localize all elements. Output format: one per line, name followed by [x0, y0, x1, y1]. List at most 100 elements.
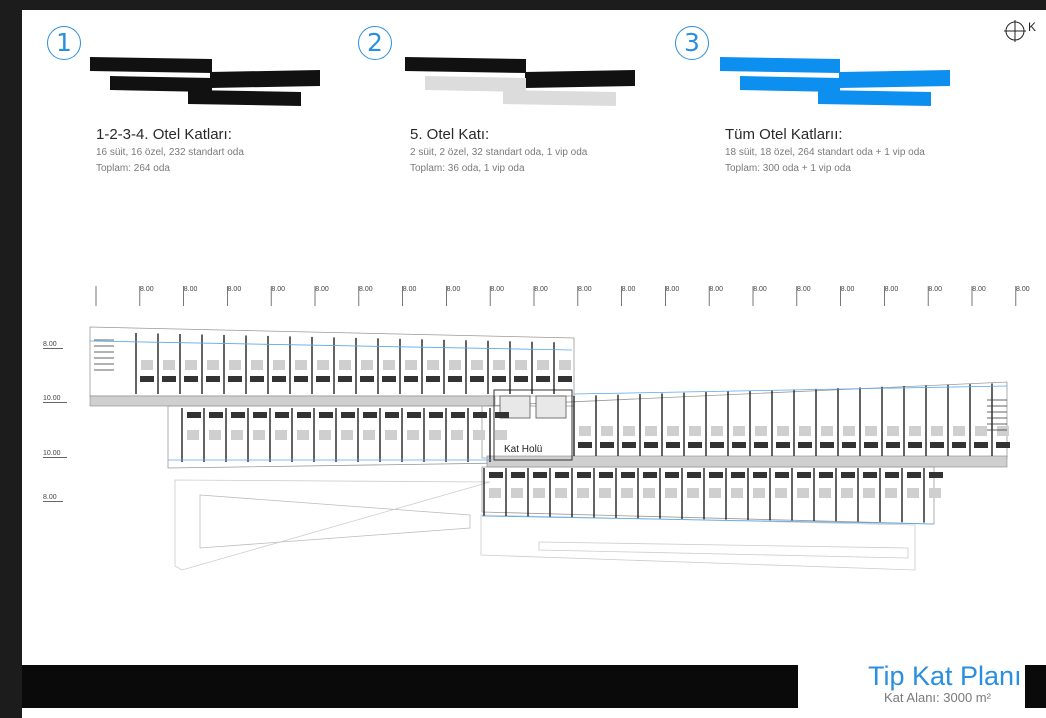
grid-column-label: 8.00 — [359, 286, 373, 293]
room-furniture — [319, 430, 331, 440]
room-furniture — [250, 376, 264, 382]
room-furniture — [907, 472, 921, 478]
room-furniture — [731, 472, 745, 478]
room-furniture — [733, 426, 745, 436]
room-furniture — [908, 442, 922, 448]
room-furniture — [363, 412, 377, 418]
room-furniture — [821, 426, 833, 436]
room-furniture — [820, 442, 834, 448]
massing-diagram-2 — [405, 57, 635, 106]
room-furniture — [206, 376, 220, 382]
room-furniture — [842, 442, 856, 448]
room-furniture — [885, 488, 897, 498]
room-furniture — [709, 488, 721, 498]
room-furniture — [886, 442, 900, 448]
room-wall — [481, 515, 935, 525]
room-furniture — [489, 472, 503, 478]
room-furniture — [451, 430, 463, 440]
grid-row-label: 10.00 — [43, 395, 67, 403]
grid-column-label: 8.00 — [402, 286, 417, 293]
room-furniture — [599, 472, 613, 478]
room-furniture — [623, 426, 635, 436]
room-furniture — [555, 488, 567, 498]
room-furniture — [251, 360, 263, 370]
grid-row-label: 8.00 — [43, 494, 63, 502]
room-furniture — [643, 488, 655, 498]
room-furniture — [140, 376, 154, 382]
room-furniture — [753, 472, 767, 478]
room-furniture — [451, 412, 465, 418]
room-furniture — [644, 442, 658, 448]
room-furniture — [687, 472, 701, 478]
room-furniture — [404, 376, 418, 382]
room-furniture — [317, 360, 329, 370]
grid-column-label: 8.00 — [490, 286, 505, 293]
grid-column-label: 8.00 — [709, 286, 724, 293]
room-furniture — [710, 442, 724, 448]
room-furniture — [841, 472, 855, 478]
room-furniture — [797, 488, 809, 498]
room-furniture — [533, 472, 547, 478]
room-furniture — [514, 376, 528, 382]
grid-column-label: 8.00 — [840, 286, 855, 293]
room-furniture — [385, 430, 397, 440]
room-grid — [89, 333, 1010, 525]
option-1-number: 1 — [47, 26, 81, 60]
room-furniture — [489, 488, 501, 498]
room-furniture — [974, 442, 988, 448]
room-furniture — [599, 488, 611, 498]
room-furniture — [819, 488, 831, 498]
massing-diagram-1 — [90, 57, 320, 106]
grid-column-label: 8.00 — [227, 286, 242, 293]
room-furniture — [577, 488, 589, 498]
room-furniture — [426, 376, 440, 382]
room-furniture — [515, 360, 527, 370]
room-furniture — [798, 442, 812, 448]
room-furniture — [185, 360, 197, 370]
room-furniture — [621, 472, 635, 478]
room-furniture — [975, 426, 987, 436]
room-furniture — [665, 472, 679, 478]
room-furniture — [495, 430, 507, 440]
room-furniture — [755, 426, 767, 436]
room-furniture — [231, 430, 243, 440]
room-furniture — [275, 412, 289, 418]
room-furniture — [385, 412, 399, 418]
room-furniture — [601, 426, 613, 436]
room-furniture — [621, 488, 633, 498]
room-furniture — [579, 426, 591, 436]
room-furniture — [536, 376, 550, 382]
room-furniture — [929, 472, 943, 478]
room-furniture — [863, 472, 877, 478]
room-furniture — [799, 426, 811, 436]
room-furniture — [295, 360, 307, 370]
room-wall — [573, 385, 1008, 395]
room-furniture — [753, 488, 765, 498]
grid-column-label: 8.00 — [315, 286, 329, 293]
room-furniture — [558, 376, 572, 382]
option-3-number: 3 — [675, 26, 709, 60]
room-furniture — [294, 376, 308, 382]
room-furniture — [207, 360, 219, 370]
grid-column-label: 8.00 — [183, 286, 198, 293]
room-furniture — [645, 426, 657, 436]
room-furniture — [473, 412, 487, 418]
grid-column-label: 8.00 — [753, 286, 767, 293]
grid-column-label: 8.00 — [884, 286, 899, 293]
room-furniture — [231, 412, 245, 418]
room-furniture — [471, 360, 483, 370]
sheet-title: Tip Kat Planı — [868, 661, 1022, 691]
room-furniture — [407, 430, 419, 440]
option-2-number: 2 — [358, 26, 392, 60]
grid-column-label: 8.00 — [928, 286, 943, 293]
room-furniture — [253, 412, 267, 418]
room-furniture — [253, 430, 265, 440]
room-furniture — [732, 442, 746, 448]
room-furniture — [473, 430, 485, 440]
room-furniture — [952, 442, 966, 448]
room-furniture — [492, 376, 506, 382]
north-arrow-icon: K — [1004, 20, 1038, 42]
room-furniture — [887, 426, 899, 436]
room-furniture — [953, 426, 965, 436]
sheet-subtitle: Kat Alanı: 3000 m² — [884, 690, 991, 705]
